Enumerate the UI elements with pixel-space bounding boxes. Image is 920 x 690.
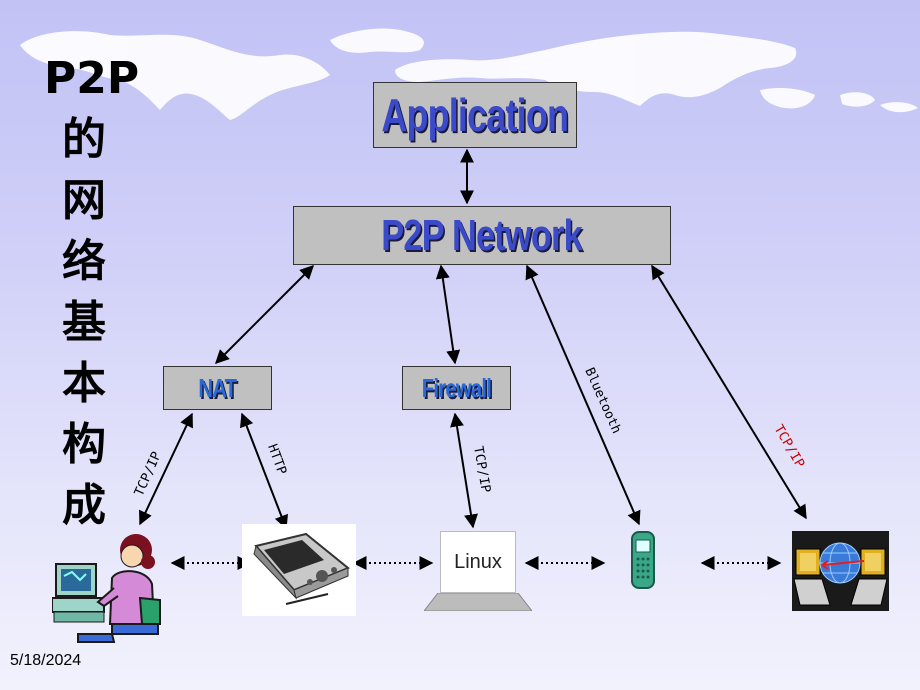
title-char: 本	[62, 358, 106, 409]
link-p2p-network-pc	[651, 264, 807, 520]
p2p-network-label: P2P Network	[381, 210, 583, 260]
link-firewall-linux	[450, 412, 478, 529]
firewall-label: Firewall	[421, 372, 492, 403]
link-p2p-nat	[215, 265, 314, 364]
pda-icon	[253, 532, 350, 605]
linux-label: Linux	[440, 531, 516, 593]
pda-device	[242, 524, 356, 616]
slide-title: P2P 的 网 络 基 本 构 成	[44, 48, 140, 536]
label-bluetooth: Bluetooth	[581, 366, 623, 436]
title-char: 的	[62, 114, 106, 165]
world-map-background	[20, 28, 918, 120]
slide-date: 5/18/2024	[10, 652, 82, 669]
mobile-phone-icon	[631, 531, 655, 589]
linux-keyboard-icon	[424, 593, 532, 611]
firewall-box: Firewall	[402, 366, 511, 410]
label-tcpip-user: TCP/IP	[132, 449, 165, 498]
title-char: P2P	[44, 53, 140, 104]
label-tcpip-net: TCP/IP	[771, 423, 808, 471]
nat-box: NAT	[163, 366, 272, 410]
title-char: 成	[62, 480, 106, 531]
title-char: 络	[62, 236, 106, 287]
user-computer-icon	[52, 534, 161, 643]
link-p2p-firewall	[435, 264, 461, 365]
link-p2p-phone	[525, 264, 641, 526]
label-http: HTTP	[264, 442, 289, 477]
networked-computers-icon	[793, 542, 888, 606]
p2p-network-box: P2P Network	[293, 206, 671, 265]
application-box: Application	[373, 82, 577, 148]
link-nat-user	[139, 412, 193, 526]
linux-computer: Linux	[424, 531, 532, 611]
title-char: 基	[62, 297, 106, 348]
label-tcpip-linux: TCP/IP	[470, 445, 493, 494]
networked-computers	[792, 531, 889, 611]
title-char: 网	[62, 175, 106, 226]
title-char: 构	[62, 419, 106, 470]
link-nat-pda	[240, 412, 288, 530]
application-label: Application	[381, 89, 570, 141]
nat-label: NAT	[198, 372, 238, 403]
